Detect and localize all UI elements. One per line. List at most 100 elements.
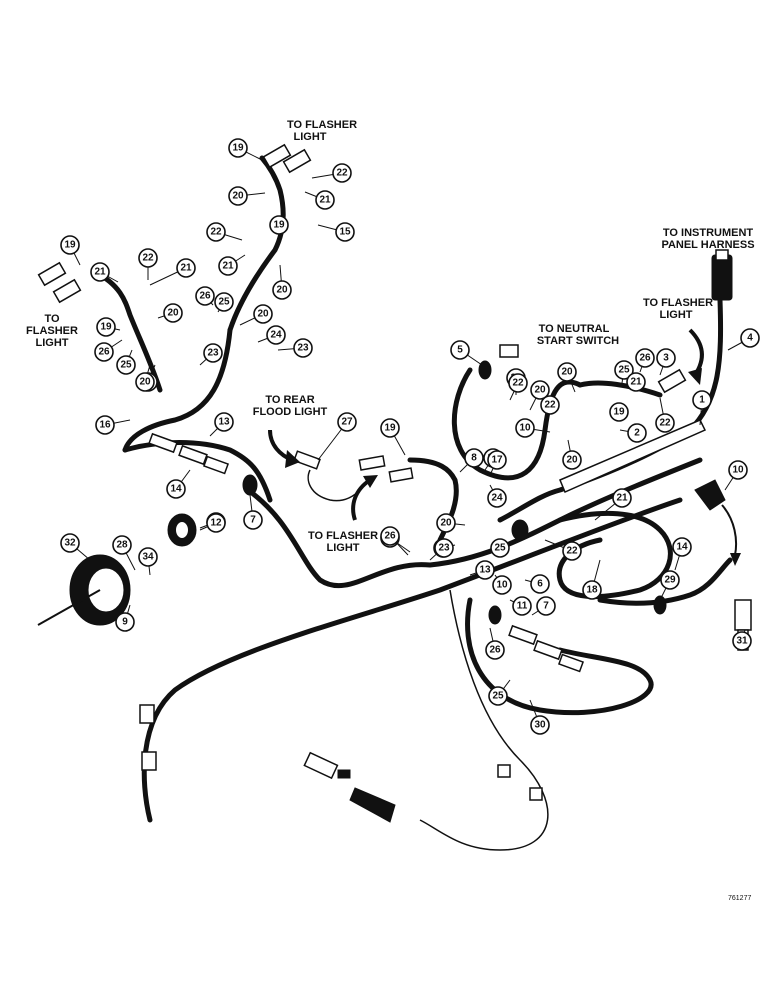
callout-circle: [515, 418, 535, 438]
callout-circle: [138, 248, 158, 268]
callout-number: 12: [210, 518, 222, 529]
callout-number: 19: [273, 220, 285, 231]
callout-circle: [475, 560, 495, 580]
callout-circle: [90, 262, 110, 282]
callout-circle: [464, 448, 484, 468]
callout-2: 2: [619, 423, 647, 443]
callout-circle: [672, 537, 692, 557]
callout-circle: [206, 513, 226, 533]
label-neutral-1: TO NEUTRAL: [539, 323, 610, 335]
callout-circle: [60, 533, 80, 553]
callout-number: 25: [218, 297, 230, 308]
callout-number: 31: [736, 636, 748, 647]
callout-number: 22: [142, 253, 154, 264]
bullet-connectors: [148, 432, 585, 673]
callout-circle: [626, 372, 646, 392]
callout-circle: [530, 715, 550, 735]
callout-26: 26: [94, 339, 123, 362]
callout-circle: [562, 541, 582, 561]
label-flasher-left-3: LIGHT: [36, 337, 69, 349]
callout-23: 23: [199, 343, 223, 366]
callout-19: 19: [380, 418, 406, 456]
callout-circle: [95, 415, 115, 435]
callout-number: 20: [440, 518, 452, 529]
callout-22: 22: [540, 395, 560, 431]
callout-number: 21: [222, 261, 234, 272]
callout-number: 32: [64, 538, 76, 549]
callout-10: 10: [515, 418, 551, 438]
callout-28: 28: [112, 535, 136, 571]
callout-number: 22: [512, 378, 524, 389]
callout-number: 20: [167, 308, 179, 319]
callout-26: 26: [485, 627, 505, 660]
callout-circle: [94, 342, 114, 362]
label-rear-flood-1: TO REAR: [265, 394, 314, 406]
callout-number: 21: [180, 263, 192, 274]
callout-number: 4: [747, 333, 753, 344]
callout-circle: [228, 186, 248, 206]
callout-number: 14: [170, 484, 182, 495]
callout-number: 19: [613, 407, 625, 418]
callout-circle: [218, 256, 238, 276]
callout-circle: [490, 538, 510, 558]
label-flasher-left-2: FLASHER: [26, 325, 78, 337]
callout-14: 14: [672, 537, 692, 571]
callout-13: 13: [209, 412, 234, 437]
callout-number: 27: [341, 417, 353, 428]
callout-circle: [332, 163, 352, 183]
callout-number: 8: [471, 453, 477, 464]
callout-circle: [272, 280, 292, 300]
callout-31: 31: [732, 629, 752, 651]
callout-number: 30: [534, 720, 546, 731]
callout-25: 25: [214, 292, 234, 313]
callout-circle: [540, 395, 560, 415]
flasher-terminals: [37, 143, 687, 394]
callout-1: 1: [692, 390, 712, 426]
callout-number: 19: [64, 240, 76, 251]
callout-circle: [112, 535, 132, 555]
callout-number: 6: [537, 579, 543, 590]
callout-number: 17: [491, 455, 503, 466]
callout-8: 8: [459, 448, 484, 473]
callout-circle: [315, 190, 335, 210]
callout-number: 25: [120, 360, 132, 371]
label-flasher-mid-1: TO FLASHER: [308, 530, 378, 542]
callout-circle: [609, 402, 629, 422]
callout-number: 23: [438, 543, 450, 554]
callout-25: 25: [490, 538, 510, 558]
callout-circle: [508, 373, 528, 393]
callout-number: 26: [199, 291, 211, 302]
callout-circle: [614, 360, 634, 380]
callout-circle: [562, 450, 582, 470]
callout-number: 23: [297, 343, 309, 354]
callout-circle: [512, 596, 532, 616]
callout-number: 10: [732, 465, 744, 476]
callout-number: 19: [384, 423, 396, 434]
callout-circle: [380, 526, 400, 546]
callout-19: 19: [609, 402, 629, 422]
callout-number: 7: [250, 515, 256, 526]
label-rear-flood-2: FLOOD LIGHT: [253, 406, 328, 418]
callout-14: 14: [166, 469, 191, 499]
harness-bracket: [559, 419, 707, 493]
label-instrument-1: TO INSTRUMENT: [663, 227, 754, 239]
callout-number: 24: [491, 493, 503, 504]
callout-circle: [60, 235, 80, 255]
callout-circle: [660, 570, 680, 590]
callout-11: 11: [509, 596, 532, 616]
callout-number: 21: [630, 377, 642, 388]
callout-circle: [115, 612, 135, 632]
callout-19: 19: [228, 138, 263, 161]
callout-number: 2: [634, 428, 640, 439]
callout-circle: [380, 418, 400, 438]
callout-circle: [656, 348, 676, 368]
callout-number: 21: [319, 195, 331, 206]
callout-number: 18: [586, 585, 598, 596]
callout-circle: [228, 138, 248, 158]
callout-number: 21: [94, 267, 106, 278]
callout-number: 20: [257, 309, 269, 320]
callout-26: 26: [195, 286, 215, 306]
callout-circle: [293, 338, 313, 358]
callout-number: 20: [534, 385, 546, 396]
callout-number: 5: [457, 345, 463, 356]
